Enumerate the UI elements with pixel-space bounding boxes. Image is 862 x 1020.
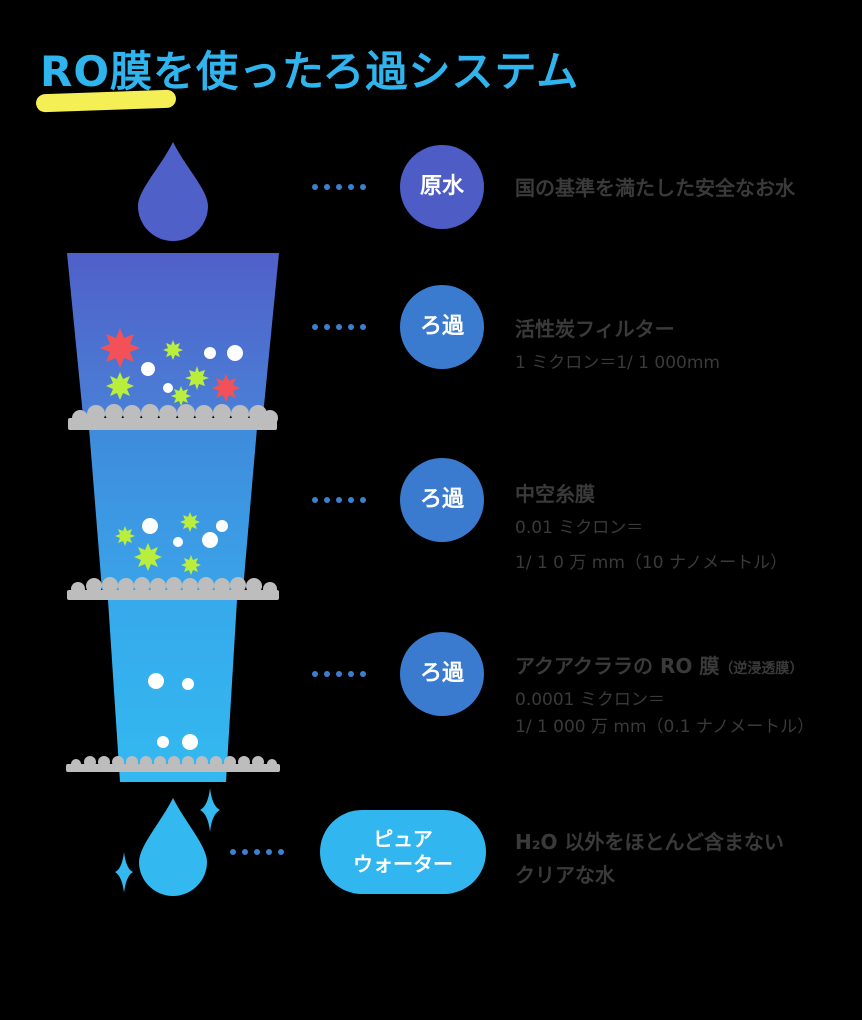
- funnel-section-ro-membrane: [108, 600, 237, 782]
- connector-dots: [230, 849, 284, 855]
- stage-description-raw: 国の基準を満たした安全なお水: [515, 172, 795, 201]
- impurity-particles-stage2: [115, 512, 228, 575]
- badge-raw-water: 原水: [400, 145, 484, 229]
- badge-filter: ろ過: [400, 458, 484, 542]
- stage-heading: 国の基準を満たした安全なお水: [515, 176, 795, 200]
- stage-description-hollow-fiber: 中空糸膜 0.01 ミクロン＝ 1/ 1 0 万 mm（10 ナノメートル）: [515, 478, 787, 573]
- stage-heading: H₂O 以外をほとんど含まない: [515, 830, 784, 854]
- sparkle-icon: [200, 788, 220, 832]
- connector-dots: [312, 184, 366, 190]
- raw-water-drop-icon: [138, 142, 208, 241]
- sparkle-icon: [115, 852, 133, 893]
- connector-dots: [312, 497, 366, 503]
- stage-description-pure: H₂O 以外をほとんど含まない クリアな水: [515, 826, 784, 888]
- page-title: RO膜を使ったろ過システム: [40, 38, 579, 99]
- membrane-2: [67, 577, 279, 600]
- connector-dots: [312, 671, 366, 677]
- stage-detail: 1 ミクロン＝1/ 1 000mm: [515, 353, 720, 373]
- badge-filter: ろ過: [400, 285, 484, 369]
- connector-dots: [312, 324, 366, 330]
- funnel-section-hollow-fiber: [89, 428, 257, 590]
- stage-detail: 0.01 ミクロン＝: [515, 518, 644, 538]
- stage-description-ro: アクアクララの RO 膜（逆浸透膜） 0.0001 ミクロン＝ 1/ 1 000…: [515, 650, 814, 737]
- stage-detail: 1/ 1 0 万 mm（10 ナノメートル）: [515, 553, 788, 573]
- funnel-section-activated-carbon: [67, 253, 279, 416]
- title-ro: RO: [40, 47, 111, 96]
- stage-detail: 1/ 1 000 万 mm（0.1 ナノメートル）: [515, 717, 815, 737]
- stage-description-carbon: 活性炭フィルター 1 ミクロン＝1/ 1 000mm: [515, 313, 720, 373]
- stage-heading-line2: クリアな水: [515, 863, 615, 887]
- title-rest: 膜を使ったろ過システム: [110, 47, 580, 96]
- impurity-particles-stage3: [148, 673, 198, 750]
- badge-pure-water: ピュア ウォーター: [320, 810, 486, 894]
- stage-heading: 中空糸膜: [515, 482, 595, 506]
- stage-heading: 活性炭フィルター: [515, 317, 675, 341]
- membrane-1: [68, 404, 278, 430]
- pure-water-drop-icon: [139, 798, 207, 896]
- membrane-3: [66, 756, 280, 772]
- stage-detail: 0.0001 ミクロン＝: [515, 690, 665, 710]
- impurity-particles-stage1: [100, 328, 243, 406]
- badge-filter: ろ過: [400, 632, 484, 716]
- stage-heading: アクアクララの RO 膜（逆浸透膜）: [515, 654, 804, 678]
